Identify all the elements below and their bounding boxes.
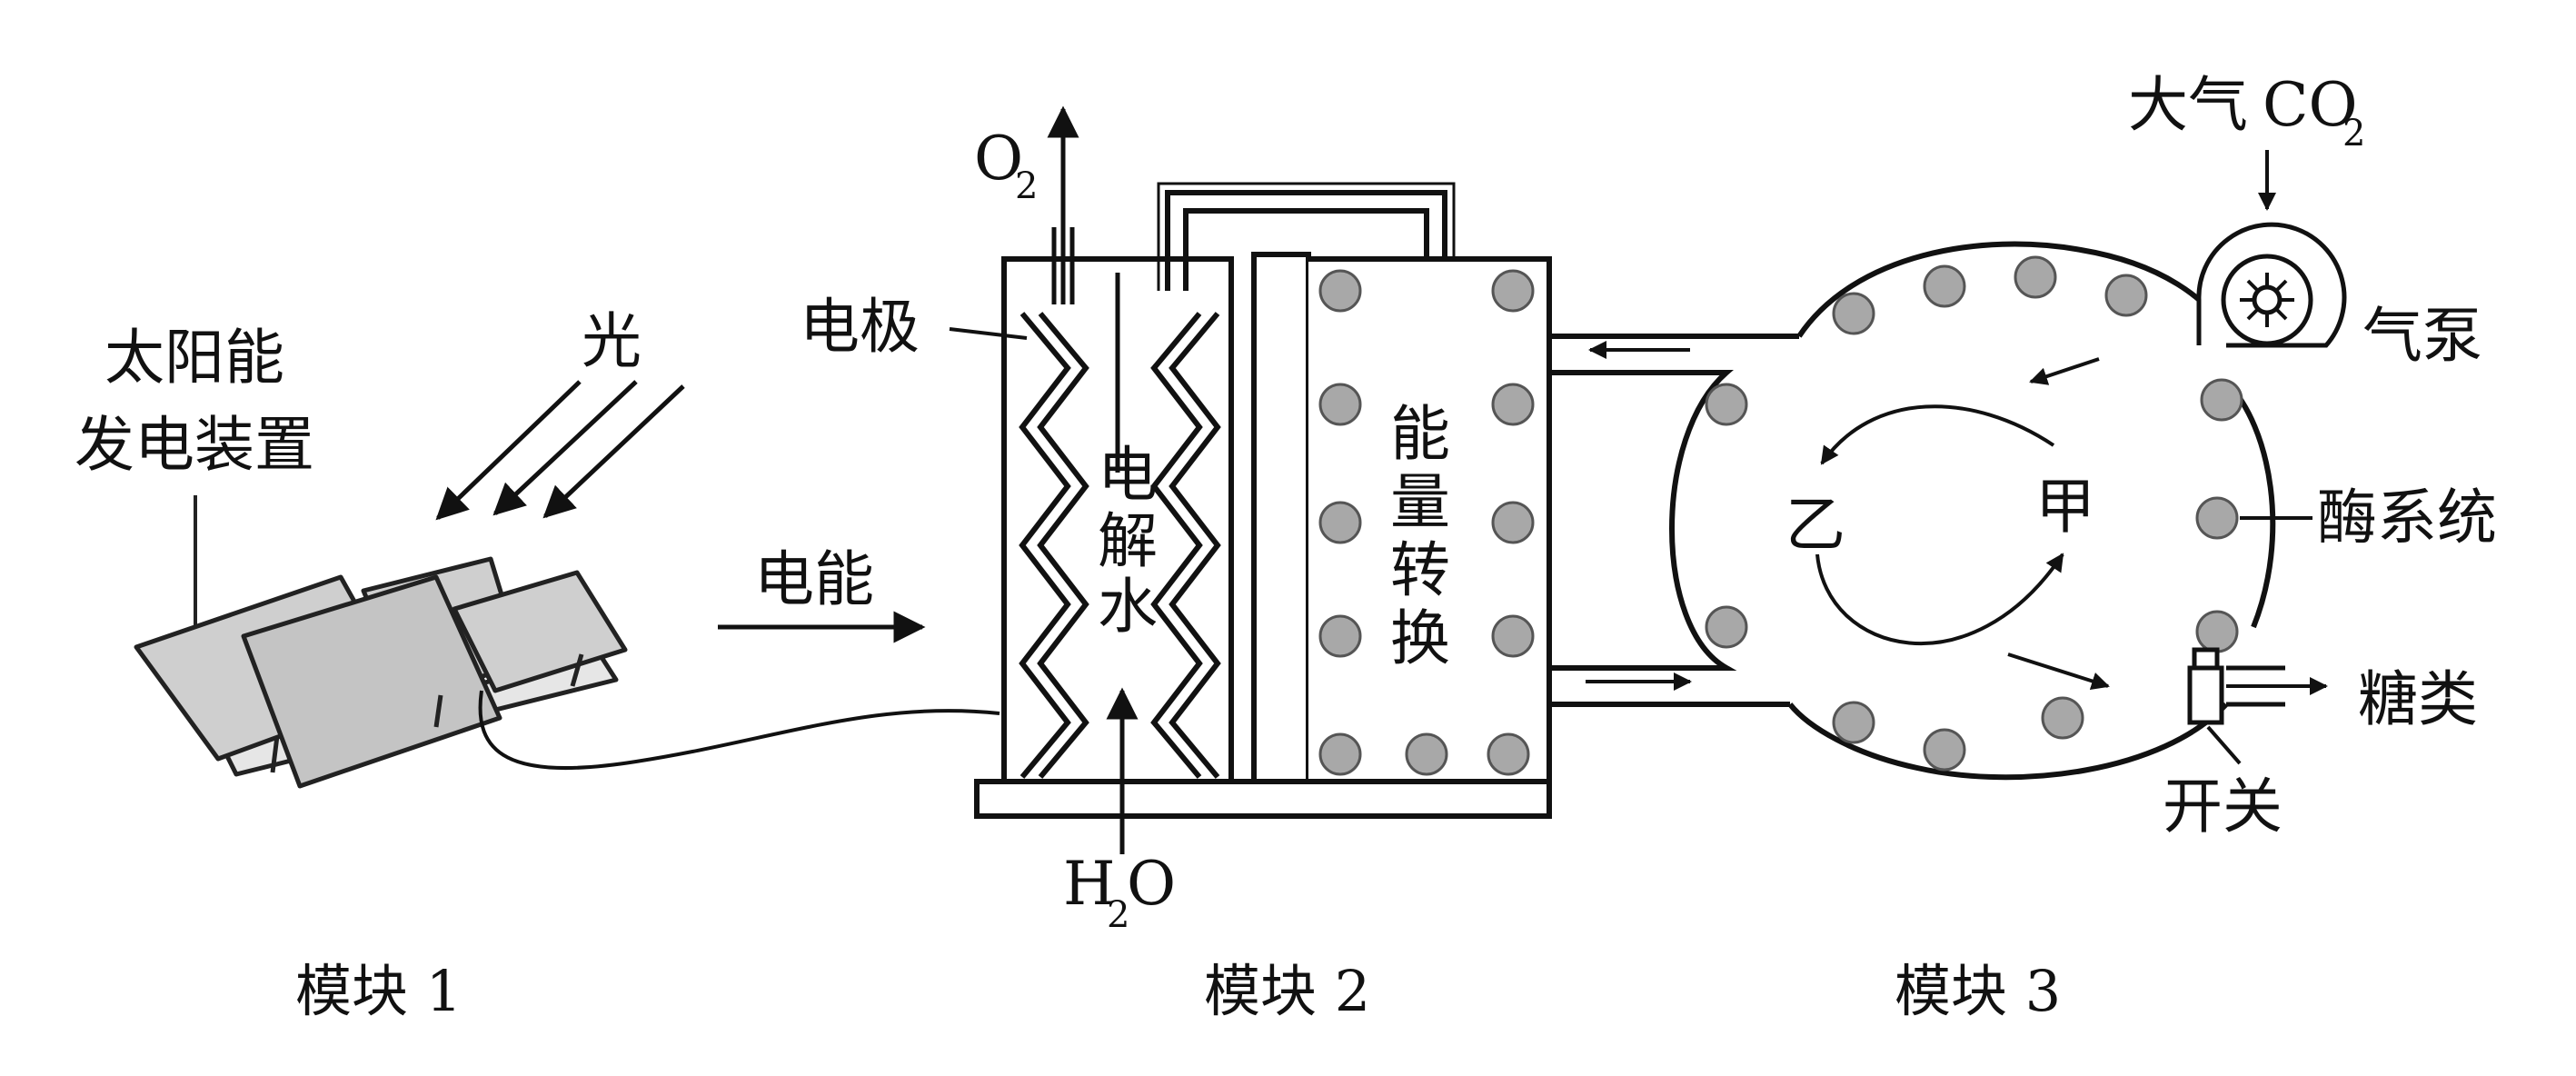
co2-label-subscript: 2	[2342, 113, 2365, 154]
connecting-pipes	[1547, 259, 1799, 707]
enzyme-bead	[1318, 732, 1362, 776]
electrode-right	[1150, 312, 1221, 779]
outlet-flow-arrow	[2007, 653, 2110, 691]
solar-device-label-line2: 发电装置	[75, 410, 314, 480]
switch-label-leader	[2206, 725, 2242, 765]
electrolysis-char: 电	[1098, 440, 1158, 510]
electric-energy-label: 电能	[754, 544, 874, 614]
electrode-label: 电极	[800, 292, 920, 362]
enzyme-bead	[1832, 292, 1875, 335]
enzyme-bead	[1491, 383, 1535, 426]
enzyme-bead	[2014, 255, 2057, 299]
h2o-label-h: H	[1063, 849, 1116, 919]
gas-pump-label: 气泵	[2362, 301, 2482, 371]
enzyme-system-label: 酶系统	[2317, 483, 2497, 553]
solar-panel-leg	[570, 653, 584, 687]
module2-caption: 模块 2	[1204, 958, 1370, 1024]
reactor-enzyme-beads	[1705, 255, 2243, 772]
enzyme-bead	[1832, 701, 1875, 744]
light-arrow	[435, 380, 582, 521]
electrolysis-char: 水	[1098, 572, 1158, 642]
enzyme-bead	[1318, 614, 1362, 658]
energy-conversion-char: 转	[1390, 535, 1450, 605]
air-pump-hub	[2252, 284, 2283, 315]
energy-conversion-char: 能	[1390, 399, 1450, 469]
light-label: 光	[582, 306, 642, 376]
light-arrow	[492, 380, 638, 516]
light-arrow	[542, 384, 685, 519]
switch-valve-body[interactable]	[2187, 665, 2224, 725]
cycle-label-a: 甲	[2035, 472, 2095, 542]
enzyme-bead	[1923, 264, 1966, 308]
switch-valve-knob[interactable]	[2192, 647, 2220, 671]
separator-pillar	[1251, 252, 1311, 784]
cycle-arrow-upper	[1820, 404, 2055, 465]
cycle-arrow-lower	[1815, 553, 2064, 646]
electrode-left	[1019, 312, 1089, 779]
sugar-outlet-pipe	[2226, 665, 2285, 707]
enzyme-bead	[1318, 383, 1362, 426]
enzyme-bead	[2195, 610, 2239, 653]
h2o-label-o: O	[1127, 849, 1176, 919]
enzyme-bead	[1318, 501, 1362, 544]
co2-label: CO	[2263, 70, 2358, 140]
air-pump	[2196, 222, 2347, 348]
chamber-enzyme-beads	[1318, 269, 1535, 776]
o2-label-subscript: 2	[1015, 165, 1038, 207]
enzyme-bead	[1705, 605, 1748, 649]
enzyme-bead	[2195, 496, 2239, 540]
air-pump-rotor-blades	[2240, 273, 2294, 327]
energy-conversion-chamber	[1308, 256, 1552, 784]
module3-caption: 模块 3	[1895, 958, 2061, 1024]
module1-caption: 模块 1	[295, 958, 462, 1024]
enzyme-bead	[2041, 696, 2084, 740]
co2-label-prefix: 大气	[2128, 70, 2248, 140]
power-cable	[478, 690, 1000, 771]
sugar-label: 糖类	[2358, 664, 2478, 734]
h2o-label-subscript: 2	[1107, 894, 1129, 936]
solar-panel-device	[134, 556, 628, 789]
enzyme-bead	[2200, 378, 2243, 422]
energy-conversion-char: 量	[1390, 467, 1450, 537]
enzyme-bead	[1487, 732, 1530, 776]
o2-label: O	[974, 124, 1023, 194]
enzyme-bead	[2104, 274, 2148, 317]
enzyme-bead	[1491, 614, 1535, 658]
switch-label: 开关	[2163, 772, 2283, 842]
enzyme-bead	[1491, 501, 1535, 544]
solar-panel-leg	[433, 694, 443, 728]
energy-conversion-char: 换	[1390, 603, 1450, 673]
light-arrows	[435, 380, 685, 521]
solar-panel-4	[452, 570, 628, 693]
electrode-label-leader	[949, 327, 1028, 340]
apparatus-base-plate	[974, 779, 1552, 819]
enzyme-bead	[1491, 269, 1535, 313]
outlet-switch-valve[interactable]	[2187, 647, 2224, 725]
solar-device-label-line1: 太阳能	[104, 323, 284, 393]
enzyme-bead	[1405, 732, 1448, 776]
enzyme-bead	[1923, 728, 1966, 772]
enzyme-bead	[1705, 383, 1748, 426]
solar-panel-3	[241, 574, 502, 789]
electrolysis-char: 解	[1098, 506, 1158, 576]
enzyme-bead	[1318, 269, 1362, 313]
pump-flow-arrow	[2029, 357, 2100, 385]
solar-panel-leg	[270, 735, 280, 773]
cycle-label-b: 乙	[1785, 490, 1845, 560]
